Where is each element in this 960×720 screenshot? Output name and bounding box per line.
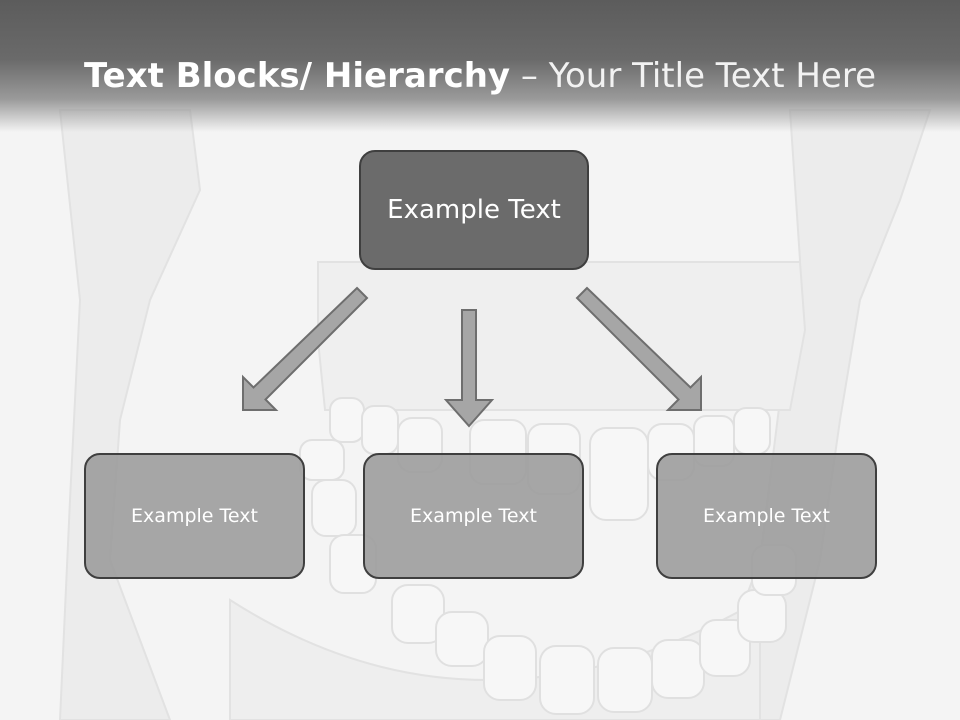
child-box-right: Example Text <box>656 453 877 579</box>
child-box-center-label: Example Text <box>410 505 537 527</box>
child-box-right-label: Example Text <box>703 505 830 527</box>
slide-title: Text Blocks/ Hierarchy – Your Title Text… <box>0 56 960 96</box>
arrow-down-right <box>575 286 702 411</box>
top-level-box: Example Text <box>359 150 589 270</box>
child-box-center: Example Text <box>363 453 584 579</box>
title-rest-part: Your Title Text Here <box>548 56 877 96</box>
arrow-down-center <box>443 309 495 428</box>
title-bar <box>0 0 960 132</box>
arrow-down-left <box>242 286 369 411</box>
title-separator: – <box>510 56 549 96</box>
child-box-left: Example Text <box>84 453 305 579</box>
top-level-box-label: Example Text <box>387 195 561 225</box>
title-bold-part: Text Blocks/ Hierarchy <box>83 56 511 96</box>
child-box-left-label: Example Text <box>131 505 258 527</box>
